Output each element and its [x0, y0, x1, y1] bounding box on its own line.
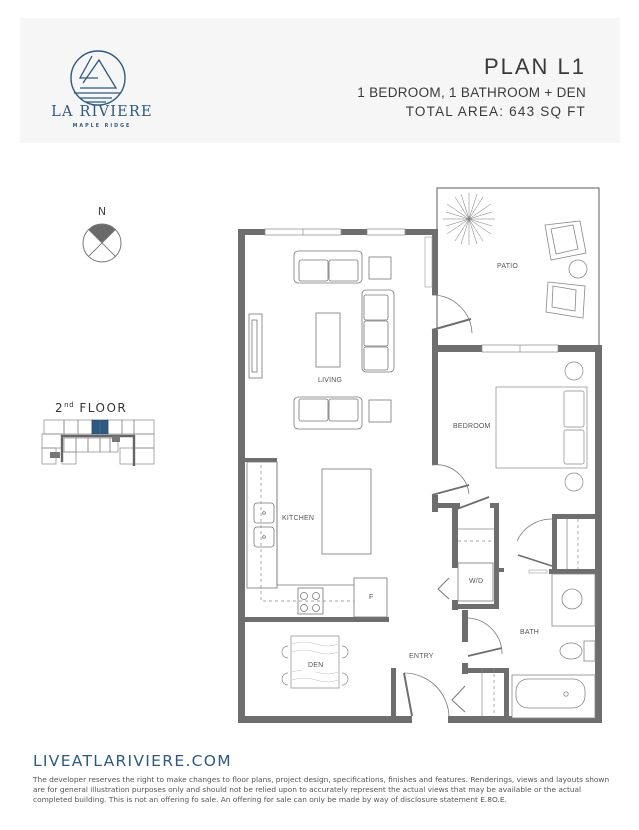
north-compass: N: [78, 205, 126, 275]
plan-title: PLAN L1: [483, 54, 586, 79]
floor-label: 2nd FLOOR: [55, 401, 127, 415]
room-label-fridge: F: [369, 594, 374, 601]
building-key-plan: [41, 419, 155, 466]
la-riviere-logo-icon: [70, 50, 126, 106]
compass-icon: [82, 223, 122, 263]
disclaimer-text: The developer reserves the right to make…: [33, 775, 610, 805]
room-label-patio: PATIO: [497, 263, 518, 270]
header-band: LA RIVIERE MAPLE RIDGE PLAN L1 1 BEDROOM…: [20, 18, 620, 143]
room-label-bedroom: BEDROOM: [453, 423, 491, 430]
room-label-entry: ENTRY: [409, 653, 434, 660]
room-label-living: LIVING: [318, 377, 343, 384]
brand-location: MAPLE RIDGE: [72, 124, 132, 129]
floor-number: 2: [55, 401, 65, 415]
plan-subtitle: 1 BEDROOM, 1 BATHROOM + DEN: [357, 85, 586, 100]
website-link[interactable]: LIVEATLARIVIERE.COM: [33, 752, 232, 770]
north-label: N: [97, 205, 107, 218]
floor-word: FLOOR: [79, 401, 128, 415]
patio-plant: [443, 193, 495, 245]
plan-total-area: TOTAL AREA: 643 SQ FT: [405, 104, 586, 119]
room-label-wd: W/D: [469, 578, 484, 585]
room-label-bath: BATH: [520, 629, 539, 636]
room-label-den: DEN: [308, 662, 324, 669]
brand-name: LA RIVIERE: [51, 104, 153, 120]
floor-suffix: nd: [64, 401, 75, 409]
room-label-kitchen: KITCHEN: [282, 515, 315, 522]
